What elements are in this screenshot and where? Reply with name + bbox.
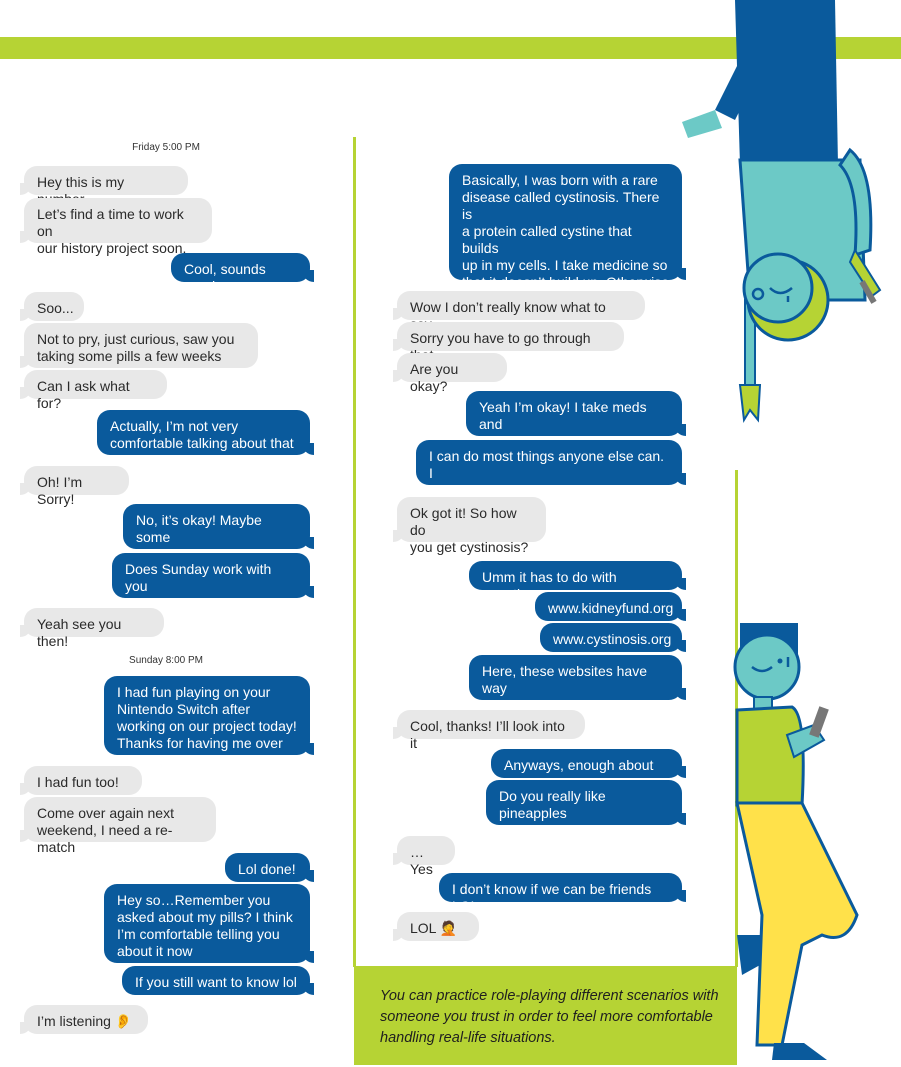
message-sent: Do you really like pineapples on your pi… [486,780,686,838]
message-sent: I don’t know if we can be friends LOL [439,873,686,914]
message-received: Hey this is my number. [20,166,188,207]
timestamp: Sunday 8:00 PM [129,655,203,666]
message-received: …Yes [393,836,455,877]
message-received: Soo... [20,292,84,321]
message-sent: I had fun playing on your Nintendo Switc… [104,676,314,755]
column-divider [353,137,356,967]
message-received: Ok got it! So how do you get cystinosis? [393,497,546,555]
hanging-person-illustration [682,0,882,424]
message-sent[interactable]: www.cystinosis.org [540,623,686,652]
message-sent: Lol done! [225,853,314,882]
message-received: Cool, thanks! I’ll look into it [393,710,585,751]
message-received: Let’s find a time to work on our history… [20,198,212,256]
top-accent-bar [0,37,901,59]
message-sent[interactable]: www.kidneyfund.org [535,592,686,621]
message-sent: Hey so…Remember you asked about my pills… [104,884,314,963]
message-sent: I can do most things anyone else can. I … [416,440,686,515]
message-received: Yeah see you then! [20,608,164,649]
message-received: Come over again next weekend, I need a r… [20,797,216,855]
message-received: Are you okay? [393,353,507,394]
message-sent: Umm it has to do with genetics [469,561,686,602]
tip-text: You can practice role-playing different … [380,988,719,1046]
message-received: Sorry you have to go through that [393,322,624,363]
message-received: LOL 🤦 [393,912,479,941]
message-sent: Basically, I was born with a rare diseas… [449,164,686,324]
message-sent: No, it’s okay! Maybe some other time. [123,504,314,562]
timestamp: Friday 5:00 PM [132,142,200,153]
message-sent: Cool, sounds good [171,253,314,294]
message-received: I’m listening 👂 [20,1005,148,1034]
message-received: Can I ask what for? [20,370,167,411]
standing-person-illustration [733,623,859,1060]
message-sent: If you still want to know lol [122,966,314,995]
message-sent: Anyways, enough about me [491,749,686,790]
message-sent: Actually, I’m not very comfortable talki… [97,410,314,455]
message-received: Not to pry, just curious, saw you taking… [20,323,258,381]
message-received: Oh! I’m Sorry! [20,466,129,507]
message-received: I had fun too! [20,766,142,795]
message-received: Wow I don’t really know what to say… [393,291,645,332]
message-sent: Here, these websites have way more infor… [469,655,686,713]
tip-callout: You can practice role-playing different … [354,966,737,1065]
message-sent: Yeah I’m okay! I take meds and go to the… [466,391,686,449]
message-sent: Does Sunday work with you to work on the… [112,553,314,611]
